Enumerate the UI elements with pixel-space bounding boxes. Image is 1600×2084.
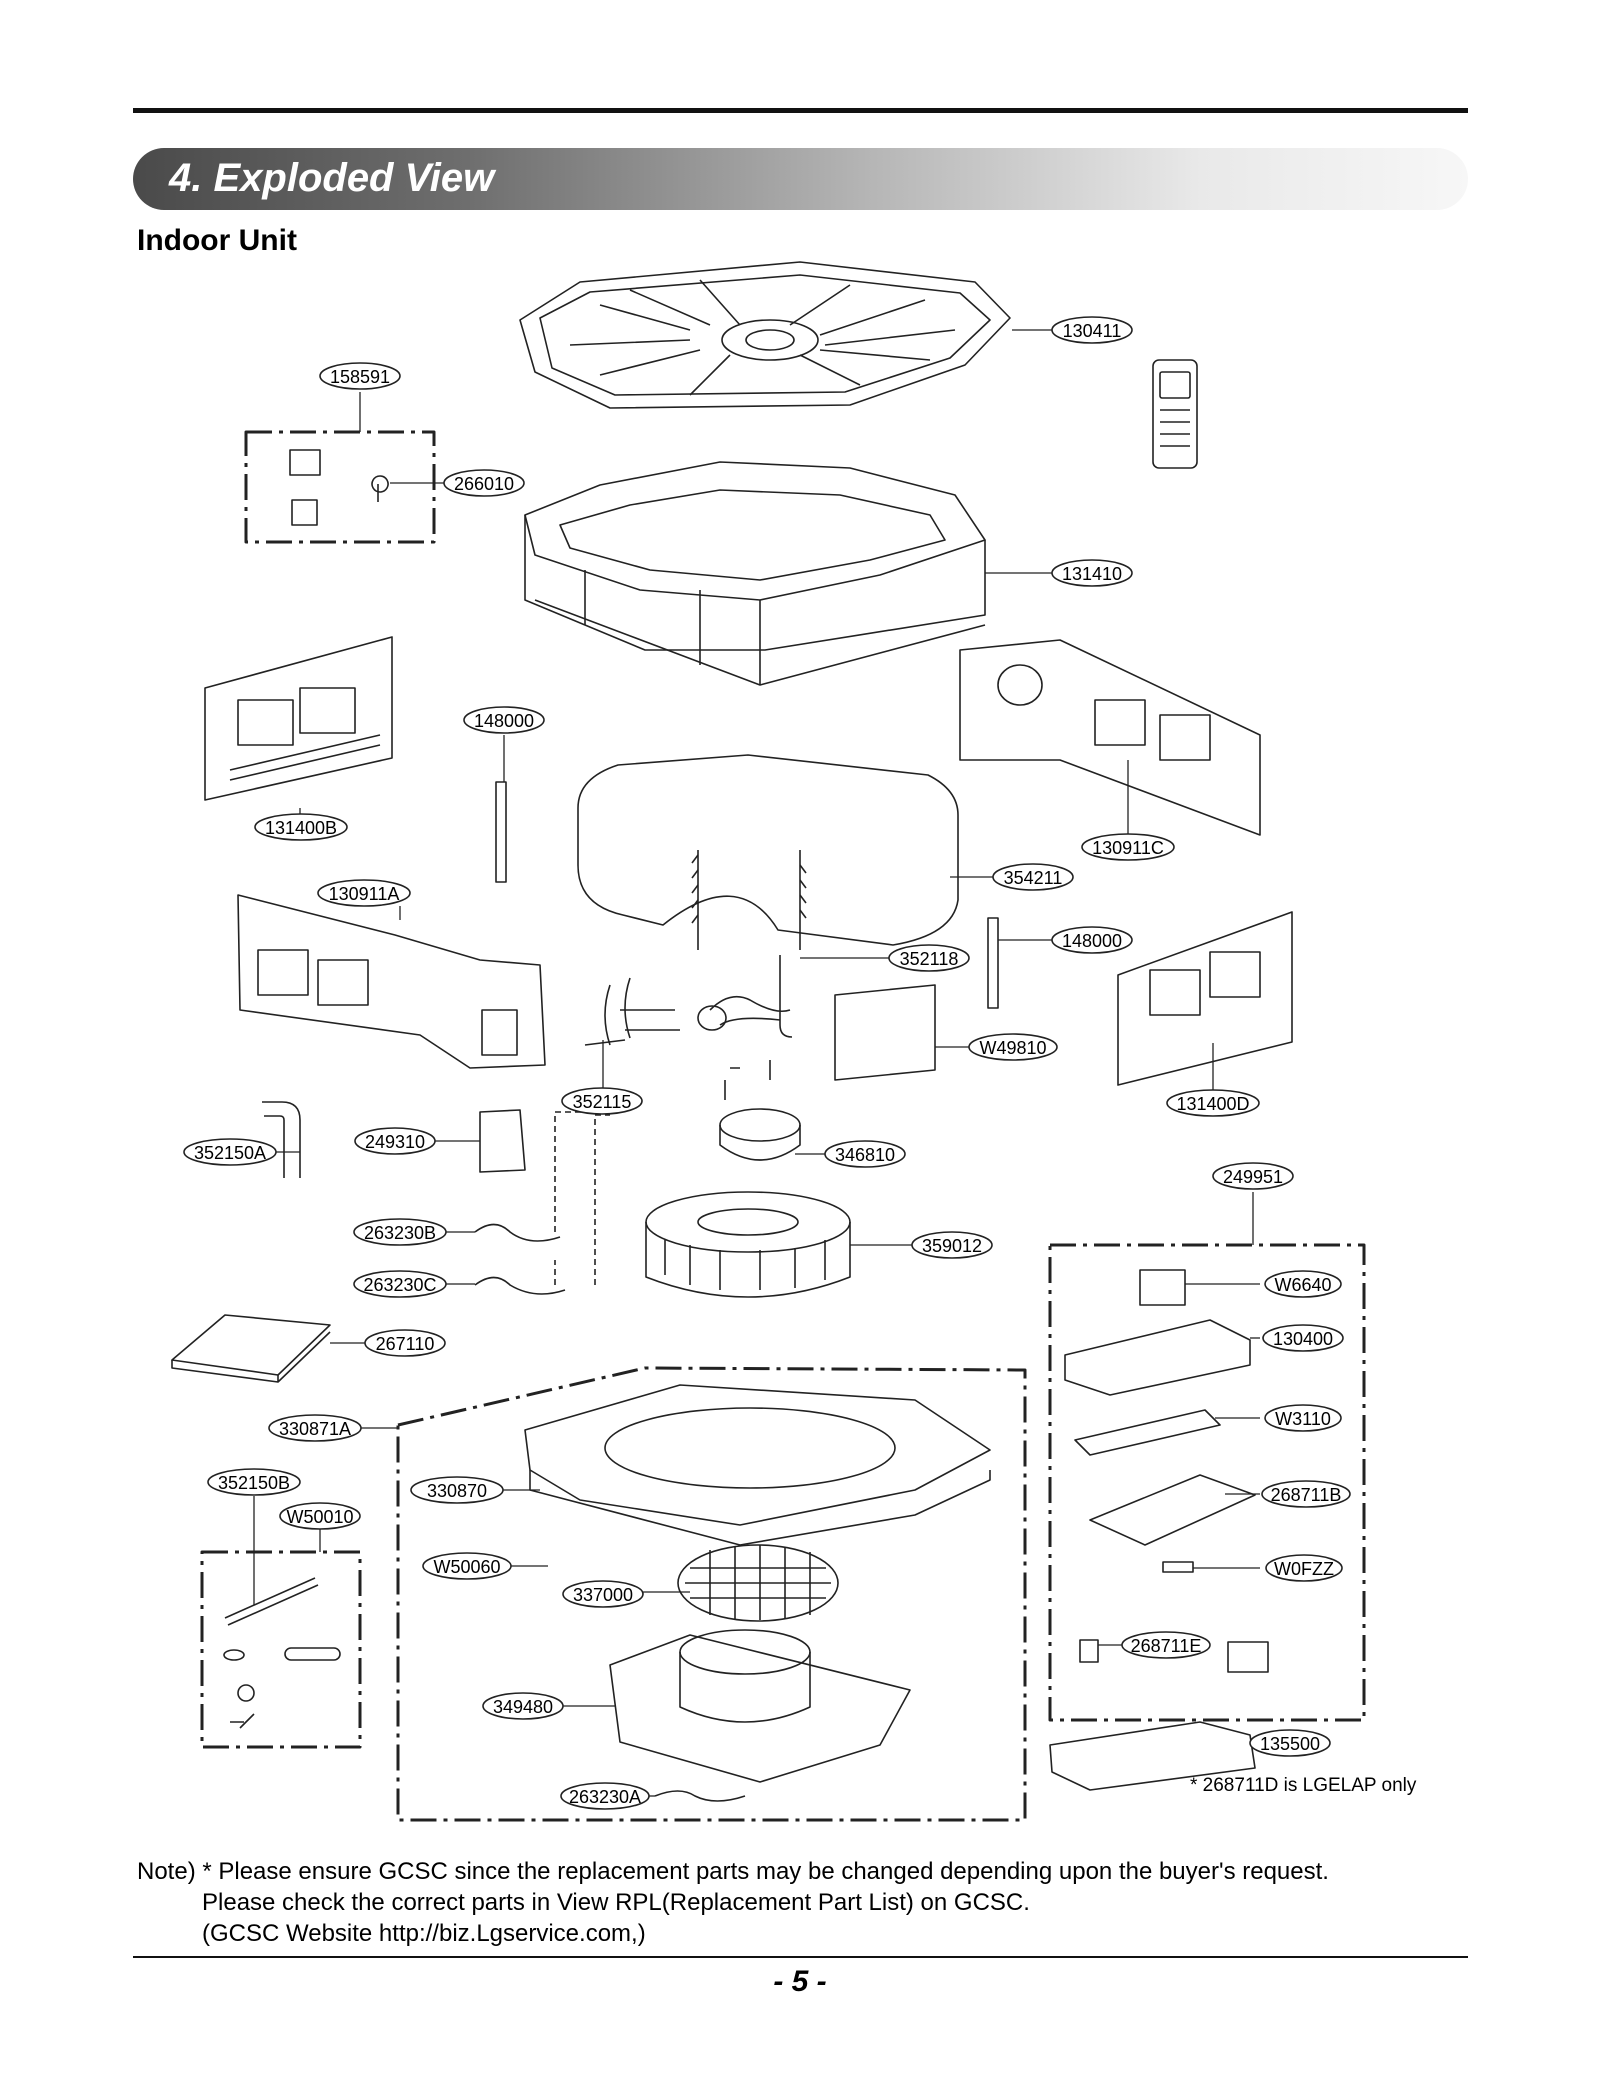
part-front-grille [519,261,1011,409]
callout-131400D: 131400D [1176,1094,1249,1114]
callout-W50010: W50010 [286,1507,353,1527]
callout-354211: 354211 [1004,868,1063,888]
callout-W3110: W3110 [1275,1409,1331,1429]
callout-131400B: 131400B [265,818,337,838]
callout-148000-left: 148000 [474,711,534,731]
part-side-panel-131400B [204,636,393,801]
callout-135500: 135500 [1260,1734,1320,1754]
lgelap-footnote: * 268711D is LGELAP only [1190,1775,1417,1796]
callout-346810: 346810 [835,1145,895,1165]
group-158591-box [244,430,436,544]
part-bell-mouth [609,1629,911,1783]
callout-352115: 352115 [573,1092,632,1112]
bottom-rule [133,1956,1468,1958]
part-harness-263230C [474,1276,566,1295]
part-drain-pan [524,1384,991,1546]
group-352150B-box [200,1550,362,1749]
callout-263230A: 263230A [569,1787,641,1807]
part-plate-135500 [1049,1721,1256,1791]
callout-352150B: 352150B [218,1473,290,1493]
section-banner: 4. Exploded View [133,148,1468,210]
part-side-panel-130911A [237,894,546,1069]
callout-W50060: W50060 [433,1557,500,1577]
part-bracket-148000-left [495,781,507,883]
callout-330871A: 330871A [279,1419,351,1439]
part-harness-263230A [654,1790,746,1802]
callout-148000-right: 148000 [1062,931,1122,951]
callout-263230B: 263230B [364,1223,436,1243]
part-fan-motor [719,1060,801,1161]
callout-268711B: 268711B [1271,1485,1342,1505]
part-turbo-fan [645,1191,851,1298]
callout-349480: 349480 [493,1697,553,1717]
callout-352118: 352118 [900,949,959,969]
note-line-3: (GCSC Website http://biz.Lgservice.com,) [202,1920,646,1947]
note-line-1: Note) * Please ensure GCSC since the rep… [137,1858,1329,1885]
callout-130911C: 130911C [1092,838,1164,858]
part-pipe-assembly [584,955,793,1046]
part-harness-263230B [474,1223,561,1242]
callout-130400: 130400 [1273,1329,1333,1349]
part-pipe-352150A [262,1101,301,1178]
page-number: - 5 - [773,1965,827,1998]
subtitle: Indoor Unit [137,224,297,257]
group-249951-control-box [1048,1243,1366,1722]
callout-359012: 359012 [922,1236,982,1256]
part-side-panel-131400D [1117,911,1293,1086]
callout-330870: 330870 [427,1481,487,1501]
part-air-filter [677,1544,839,1622]
callout-249310: 249310 [365,1132,425,1152]
callout-337000: 337000 [573,1585,633,1605]
part-bracket-148000-right [987,917,999,1009]
note-line-2: Please check the correct parts in View R… [202,1889,1030,1916]
part-drain-hose-kit [223,1577,341,1729]
part-control-box-components [1064,1269,1269,1673]
callout-W6640: W6640 [1274,1275,1331,1295]
callout-263230C: 263230C [363,1275,436,1295]
callout-267110: 267110 [376,1334,435,1354]
top-rule [133,108,1468,113]
group-330871A-box [396,1366,1027,1822]
callout-268711E: 268711E [1131,1636,1202,1656]
callout-W0FZZ: W0FZZ [1274,1559,1334,1579]
section-title: 4. Exploded View [169,156,495,200]
part-W49810 [834,984,936,1081]
part-heat-exchanger [577,754,959,950]
part-side-panel-130911C [959,639,1261,836]
callout-158591: 158591 [330,367,390,387]
part-display-267110 [171,1314,331,1383]
callout-131410: 131410 [1062,564,1122,584]
callout-352150A: 352150A [194,1143,266,1163]
note-block: Note) * Please ensure GCSC since the rep… [137,1856,1329,1949]
callout-130911A: 130911A [329,884,400,904]
callout-W49810: W49810 [979,1038,1046,1058]
part-249310 [479,1109,526,1173]
part-cabinet [524,461,986,686]
callout-249951: 249951 [1223,1167,1283,1187]
callout-130411: 130411 [1063,321,1122,341]
callout-266010: 266010 [454,474,514,494]
part-remote-control [1152,359,1198,469]
